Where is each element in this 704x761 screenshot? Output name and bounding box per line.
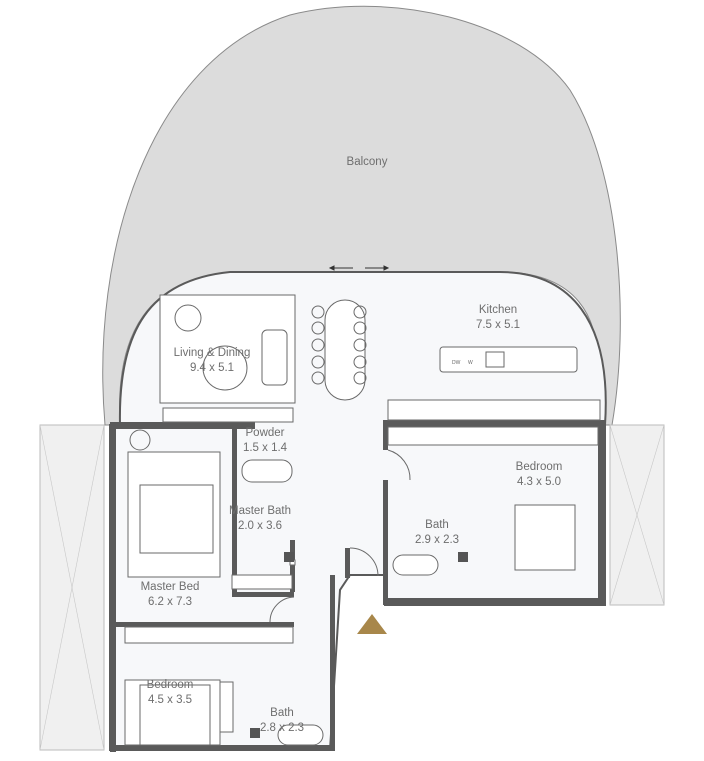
bedroom-3-size: 4.5 x 3.5 <box>148 694 192 706</box>
bedroom-2-size: 4.3 x 5.0 <box>517 476 561 488</box>
bath-2-tub <box>392 554 439 576</box>
entry-marker <box>357 614 387 634</box>
master-bath-size: 2.0 x 3.6 <box>238 520 282 532</box>
kitchen-label: Kitchen <box>479 304 517 316</box>
dishwasher-label: DW <box>452 360 461 366</box>
balcony-label: Balcony <box>347 156 388 168</box>
dining-table <box>324 299 366 401</box>
master-tub <box>241 459 293 483</box>
master-bed-label: Master Bed <box>141 581 200 593</box>
bedroom-2-label: Bedroom <box>516 461 563 473</box>
kitchen-back-counter <box>387 399 601 421</box>
kitchen-size: 7.5 x 5.1 <box>476 319 520 331</box>
bath-3-size: 2.8 x 2.3 <box>260 722 304 734</box>
bath-3-tub <box>277 724 324 746</box>
bedroom-2-bed <box>514 504 576 571</box>
doors <box>269 449 411 623</box>
powder-size: 1.5 x 1.4 <box>243 442 288 454</box>
kitchen-island <box>439 346 578 373</box>
living-size: 9.4 x 5.1 <box>190 362 234 374</box>
washer-label: W <box>468 360 473 366</box>
sliding-door-arrows <box>328 265 390 271</box>
master-bed-size: 6.2 x 7.3 <box>148 596 192 608</box>
walls <box>110 420 605 752</box>
powder-label: Powder <box>246 427 285 439</box>
bedroom-3-label: Bedroom <box>147 679 194 691</box>
master-bath-label: Master Bath <box>229 505 291 517</box>
bath-2-size: 2.9 x 2.3 <box>415 534 459 546</box>
room-labels: Balcony Kitchen 7.5 x 5.1 Living & Dinin… <box>141 156 563 734</box>
bath-3-label: Bath <box>270 707 294 719</box>
living-label: Living & Dining <box>174 347 251 359</box>
bath-2-label: Bath <box>425 519 449 531</box>
round-table <box>202 345 248 391</box>
